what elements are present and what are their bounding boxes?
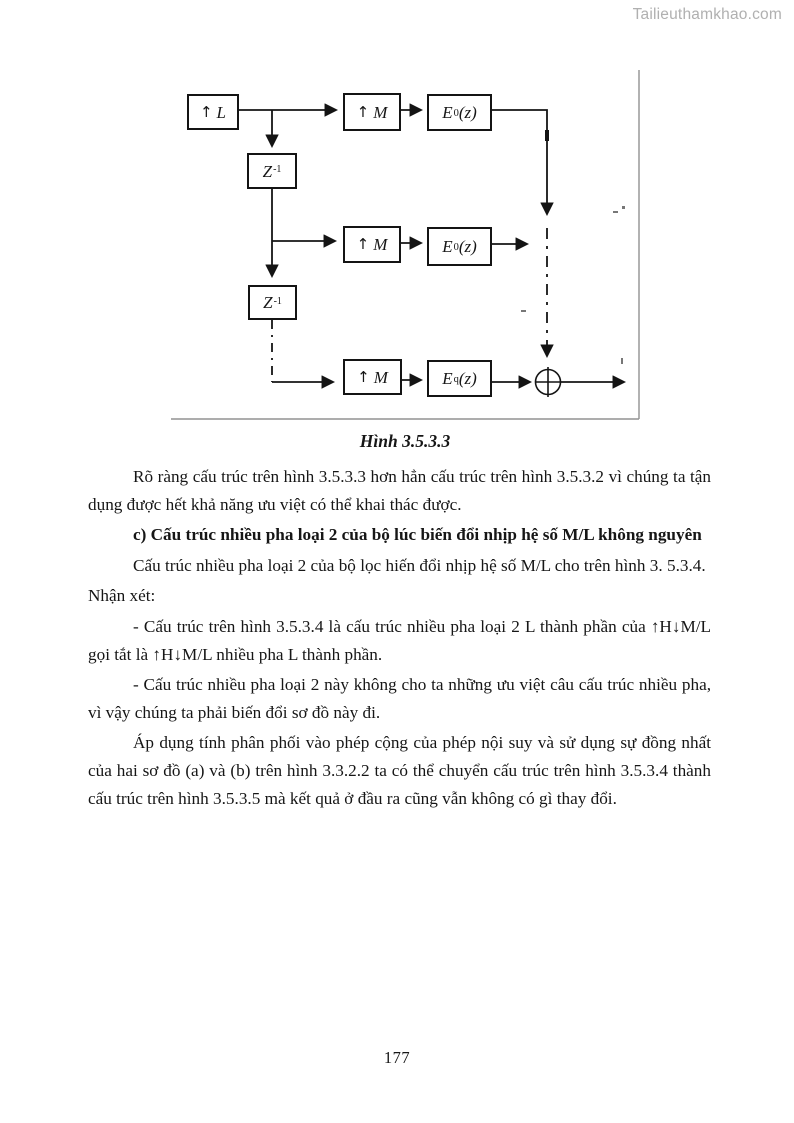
block-upsampler-m-top: ↑M (343, 93, 401, 131)
up-arrow-icon: ↑ (356, 235, 370, 253)
paragraph-2: Cấu trúc nhiều pha loại 2 của bộ lọc hiế… (133, 555, 706, 575)
paragraph-4: - Cấu trúc nhiều pha loại 2 này không ch… (88, 675, 711, 722)
figure-frame-lines (171, 70, 640, 420)
page-number: 177 (383, 1048, 411, 1067)
block-upsampler-m-bottom: ↑M (343, 359, 402, 395)
figure-connector-lines (171, 70, 640, 420)
up-arrow-icon: ↑ (357, 367, 370, 386)
block-upsampler-l: ↑L (187, 94, 239, 130)
up-arrow-icon: ↑ (356, 102, 370, 121)
scan-specks (521, 206, 625, 364)
body-text: Rõ ràng cấu trúc trên hình 3.5.3.3 hơn h… (88, 463, 711, 815)
section-heading-c: c) Cấu trúc nhiều pha loại 2 của bộ lúc … (133, 525, 702, 545)
block-upsampler-m-middle: ↑M (343, 226, 401, 263)
watermark-text: Tailieuthamkhao.com (632, 6, 782, 23)
summation-node-icon (534, 367, 562, 397)
paragraph-3: - Cấu trúc trên hình 3.5.3.4 là cấu trúc… (88, 616, 711, 664)
block-delay-1: Z-1 (247, 153, 297, 189)
paragraph-1: Rõ ràng cấu trúc trên hình 3.5.3.3 hơn h… (88, 467, 711, 514)
note-label: Nhận xét: (88, 586, 156, 606)
paragraph-5: Áp dụng tính phân phối vào phép cộng của… (88, 733, 711, 808)
figure-caption: Hình 3.5.3.3 (359, 431, 451, 451)
up-arrow-icon: ↑ (199, 102, 213, 121)
block-delay-2: Z-1 (248, 285, 297, 320)
